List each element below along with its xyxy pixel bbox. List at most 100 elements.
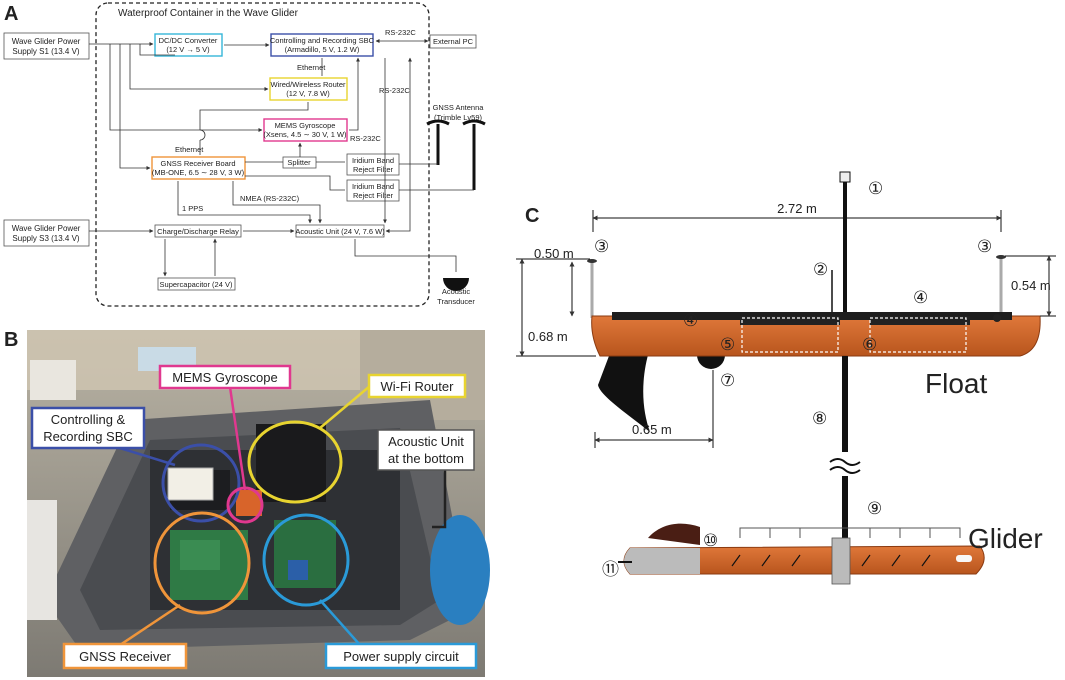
callout-gnss-text: GNSS Receiver <box>79 649 171 664</box>
callout-sbc-line2: Recording SBC <box>43 429 133 444</box>
umbilical-break <box>829 458 861 474</box>
dry-box-5 <box>741 317 839 353</box>
marker-10: ⑩ <box>703 531 718 550</box>
glider-wings <box>739 527 961 538</box>
acoustic-unit-label: Acoustic Unit (24 V, 7.6 W) <box>295 227 385 236</box>
glider-rudder <box>648 523 700 545</box>
transducer-icon <box>443 278 469 291</box>
external-pc-label: External PC <box>433 37 474 46</box>
router-line1: Wired/Wireless Router <box>270 80 346 89</box>
gnss-antenna-line1: GNSS Antenna <box>433 103 485 112</box>
marker-2: ② <box>813 260 828 279</box>
mast-antenna-icon <box>839 171 851 183</box>
container-title: Waterproof Container in the Wave Glider <box>118 8 299 19</box>
float-fin <box>598 348 650 432</box>
marker-6: ⑥ <box>862 335 877 354</box>
acoustic-unit-box: Acoustic Unit (24 V, 7.6 W) <box>295 224 385 238</box>
photo-highlights <box>153 420 350 615</box>
dry-box-6 <box>869 317 967 353</box>
relay-label: Charge/Discharge Relay <box>157 227 239 236</box>
iridium2-line2: Reject Filter <box>353 191 394 200</box>
transducer-line2: Transducer <box>437 297 475 306</box>
external-pc-box: External PC <box>429 34 477 49</box>
ps3-line1: Wave Glider Power <box>12 224 81 233</box>
marker-3-right: ③ <box>977 237 992 256</box>
marker-4-left: ④ <box>683 311 698 330</box>
router-box: Wired/Wireless Router (12 V, 7.8 W) <box>269 77 348 101</box>
callout-gnss: GNSS Receiver <box>62 642 188 670</box>
callout-sbc: Controlling & Recording SBC <box>30 406 146 450</box>
supercap-box: Supercapacitor (24 V) <box>157 277 236 291</box>
callout-mems: MEMS Gyroscope <box>158 364 292 390</box>
container-outline <box>95 2 430 307</box>
glider-tail <box>624 548 700 574</box>
sbc-line1: Controlling and Recording SBC <box>270 36 375 45</box>
marker-9: ⑨ <box>867 499 882 518</box>
pps-label: 1 PPS <box>182 204 203 213</box>
marker-5: ⑤ <box>720 335 735 354</box>
panel-c-letter: C <box>525 205 539 227</box>
iridium2-line1: Iridium Band <box>352 182 394 191</box>
rs232c-label-mems: RS-232C <box>350 134 381 143</box>
ps3-line2: Supply S3 (13.4 V) <box>12 234 79 243</box>
sbc-box: Controlling and Recording SBC (Armadillo… <box>270 33 375 57</box>
callout-wifi: Wi-Fi Router <box>367 373 467 399</box>
panel-a: A Waterproof Container in the Wave Glide… <box>3 2 486 307</box>
panel-b-letter: B <box>4 329 18 351</box>
marker-4-right: ④ <box>913 288 928 307</box>
rs232c-label-top: RS-232C <box>385 28 416 37</box>
left-mast-antenna-icon <box>587 259 597 263</box>
dim-keel: 0.65 m <box>632 422 672 437</box>
deck-panel-right <box>870 316 970 325</box>
dim-mast-right: 0.54 m <box>1011 278 1051 293</box>
gnss-board-line2: (MB-ONE, 6.5 ∼ 28 V, 3 W) <box>152 168 245 177</box>
marker-7: ⑦ <box>720 371 735 390</box>
iridium1-line2: Reject Filter <box>353 165 394 174</box>
router-line2: (12 V, 7.8 W) <box>286 89 330 98</box>
splitter-box: Splitter <box>282 156 317 169</box>
float-hull <box>591 315 1041 357</box>
gnss-board-line1: GNSS Receiver Board <box>160 159 235 168</box>
marker-3-left: ③ <box>594 237 609 256</box>
glider-wing-slats <box>731 554 931 567</box>
right-mast-antenna-icon <box>996 255 1006 259</box>
callout-power-text: Power supply circuit <box>343 649 459 664</box>
callout-acoustic-line1: Acoustic Unit <box>388 434 464 449</box>
glider-label: Glider <box>968 523 1043 554</box>
ethernet-label-left: Ethernet <box>175 145 204 154</box>
dcdc-converter-box: DC/DC Converter (12 V → 5 V) <box>154 33 223 57</box>
deck-panel-left <box>740 316 840 325</box>
splitter-label: Splitter <box>287 158 311 167</box>
marker-1: ① <box>868 179 883 198</box>
callout-mems-text: MEMS Gyroscope <box>172 370 277 385</box>
transducer-line1: Acoustic <box>442 287 471 296</box>
marker-8: ⑧ <box>812 409 827 428</box>
glider-handle <box>956 555 972 562</box>
glider-mount <box>831 537 851 585</box>
ethernet-label-top: Ethernet <box>297 63 326 72</box>
callout-acoustic: Acoustic Unit at the bottom <box>377 429 475 471</box>
supercap-label: Supercapacitor (24 V) <box>160 280 233 289</box>
mems-box: MEMS Gyroscope (Xsens, 4.5 ∼ 30 V, 1 W) <box>263 118 348 142</box>
mems-line2: (Xsens, 4.5 ∼ 30 V, 1 W) <box>263 130 347 139</box>
callout-acoustic-line2: at the bottom <box>388 451 464 466</box>
panel-a-letter: A <box>4 3 18 25</box>
iridium1-line1: Iridium Band <box>352 156 394 165</box>
bow-light <box>993 314 1001 322</box>
gnss-antenna-line2: (Trimble Lv59) <box>434 113 483 122</box>
ps1-line2: Supply S1 (13.4 V) <box>12 47 79 56</box>
nmea-label: NMEA (RS-232C) <box>240 194 300 203</box>
mems-line1: MEMS Gyroscope <box>275 121 336 130</box>
iridium-filter-2-box: Iridium Band Reject Filter <box>346 179 400 202</box>
wiring <box>89 42 474 277</box>
callout-power: Power supply circuit <box>324 642 478 670</box>
dcdc-line2: (12 V → 5 V) <box>166 45 210 54</box>
sbc-line2: (Armadillo, 5 V, 1.2 W) <box>285 45 360 54</box>
component-markers: ① ② ③ ③ ④ ④ ⑤ ⑥ ⑦ ⑧ ⑨ ⑩ ⑪ <box>594 179 992 579</box>
gnss-antenna-icon <box>426 119 486 190</box>
gnss-board-box: GNSS Receiver Board (MB-ONE, 6.5 ∼ 28 V,… <box>151 156 246 180</box>
dcdc-line1: DC/DC Converter <box>159 36 218 45</box>
panel-b: B <box>4 329 490 677</box>
relay-box: Charge/Discharge Relay <box>154 224 242 238</box>
